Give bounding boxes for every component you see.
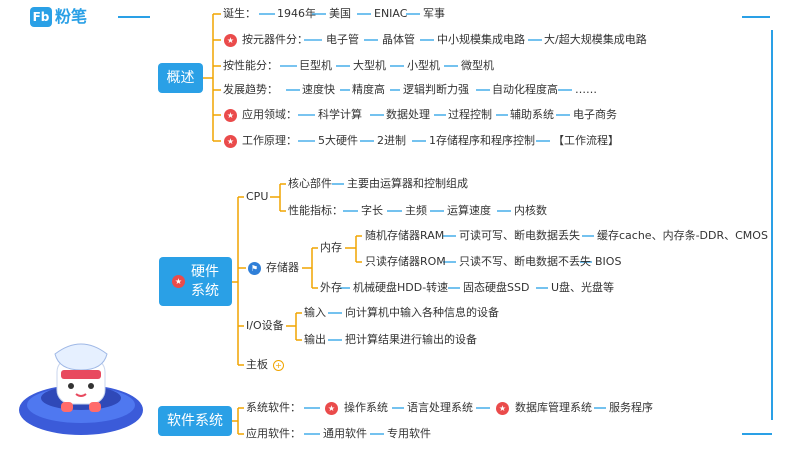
hub-hardware[interactable]: ★ 硬件 系统 xyxy=(159,257,232,306)
hub-overview[interactable]: 概述 xyxy=(158,63,203,93)
overview-principle-item[interactable]: 【工作流程】 xyxy=(553,134,619,147)
overview-performance-item: 微型机 xyxy=(461,59,494,72)
software-app-label: 应用软件： xyxy=(246,427,301,440)
expand-plus-icon[interactable]: + xyxy=(273,360,284,371)
overview-birth-item: ENIAC xyxy=(374,7,408,20)
hub-hardware-label: 硬件 系统 xyxy=(191,263,219,301)
overview-performance-item: 巨型机 xyxy=(299,59,332,72)
hardware-cpu-core-label: 核心部件 xyxy=(288,177,332,190)
hardware-external-item: 机械硬盘HDD-转速 xyxy=(353,281,449,294)
star-icon: ★ xyxy=(224,34,237,47)
hardware-io-input-label: 输入 xyxy=(304,306,326,319)
overview-application-label: 应用领域： xyxy=(242,108,297,121)
hardware-cpu-core-value: 主要由运算器和控制组成 xyxy=(347,177,468,190)
overview-principle-item: 1存储程序和程序控制 xyxy=(429,134,535,147)
overview-trend-item: 自动化程度高 xyxy=(492,83,558,96)
star-icon: ★ xyxy=(325,402,338,415)
software-system-item: 数据库管理系统 xyxy=(515,401,592,414)
overview-birth-label: 诞生： xyxy=(223,7,256,20)
brand-logo-name: 粉笔 xyxy=(55,7,88,26)
star-icon: ★ xyxy=(172,275,185,288)
star-icon: ★ xyxy=(496,402,509,415)
hardware-cpu-perf-item: 主频 xyxy=(405,204,427,217)
brand-logo-mark: Fb xyxy=(30,7,52,27)
software-app-item: 通用软件 xyxy=(323,427,367,440)
overview-birth-item: 1946年 xyxy=(277,7,316,20)
overview-application-item: 过程控制 xyxy=(448,108,492,121)
overview-performance-item: 小型机 xyxy=(407,59,440,72)
overview-components-item: 电子管 xyxy=(326,33,359,46)
overview-components-item: 中小规模集成电路 xyxy=(437,33,525,46)
software-app-item: 专用软件 xyxy=(387,427,431,440)
hub-software[interactable]: 软件系统 xyxy=(158,406,232,436)
hardware-ram-label: 随机存储器RAM xyxy=(365,229,445,242)
overview-application-item: 数据处理 xyxy=(386,108,430,121)
software-system-item: 服务程序 xyxy=(609,401,653,414)
hub-hardware-label-line2: 系统 xyxy=(191,282,219,299)
software-system-item: 语言处理系统 xyxy=(407,401,473,414)
hardware-io-output-label: 输出 xyxy=(304,333,326,346)
hardware-storage-label: 存储器 xyxy=(266,261,299,274)
hardware-external-item: U盘、光盘等 xyxy=(551,281,615,294)
hardware-rom-desc: 只读不写、断电数据不丢失 xyxy=(459,255,591,268)
hardware-io-label: I/O设备 xyxy=(246,319,284,332)
overview-trend-item: 逻辑判断力强 xyxy=(403,83,469,96)
hardware-ram-desc: 可读可写、断电数据丢失 xyxy=(459,229,580,242)
hardware-internal-label: 内存 xyxy=(320,241,342,254)
hardware-rom-label: 只读存储器ROM xyxy=(365,255,446,268)
mascot-illustration xyxy=(19,343,143,435)
flag-icon: ⚑ xyxy=(248,262,261,275)
overview-trend-item: 速度快 xyxy=(302,83,335,96)
hardware-cpu-perf-item: 字长 xyxy=(361,204,383,217)
hardware-ram-extra: 缓存cache、内存条-DDR、CMOS xyxy=(597,229,768,242)
overview-components-item: 大/超大规模集成电路 xyxy=(544,33,647,46)
overview-application-item: 辅助系统 xyxy=(510,108,554,121)
hub-hardware-label-line1: 硬件 xyxy=(191,263,219,280)
overview-trend-item: 精度高 xyxy=(352,83,385,96)
overview-birth-item: 美国 xyxy=(329,7,351,20)
hardware-cpu-perf-item: 运算速度 xyxy=(447,204,491,217)
hardware-io-output-desc: 把计算结果进行输出的设备 xyxy=(345,333,477,346)
overview-performance-label: 按性能分： xyxy=(223,59,278,72)
hardware-cpu-label: CPU xyxy=(246,190,269,203)
software-system-label: 系统软件： xyxy=(246,401,301,414)
hub-software-label: 软件系统 xyxy=(167,412,223,429)
star-icon: ★ xyxy=(224,135,237,148)
overview-performance-item: 大型机 xyxy=(353,59,386,72)
hardware-external-label: 外存 xyxy=(320,281,342,294)
hardware-rom-extra: BIOS xyxy=(595,255,622,268)
overview-trend-item: …… xyxy=(575,83,597,96)
overview-trend-label: 发展趋势： xyxy=(223,83,278,96)
overview-application-item: 科学计算 xyxy=(318,108,362,121)
overview-application-item: 电子商务 xyxy=(573,108,617,121)
hardware-cpu-perf-item: 内核数 xyxy=(514,204,547,217)
overview-principle-label: 工作原理： xyxy=(242,134,297,147)
hardware-cpu-perf-label: 性能指标： xyxy=(288,204,343,217)
overview-birth-item: 军事 xyxy=(423,7,445,20)
star-icon: ★ xyxy=(224,109,237,122)
overview-components-label: 按元器件分： xyxy=(242,33,308,46)
hardware-board-label: 主板 xyxy=(246,358,268,371)
hardware-external-item: 固态硬盘SSD xyxy=(463,281,530,294)
overview-principle-item: 2进制 xyxy=(377,134,406,147)
hub-overview-label: 概述 xyxy=(166,69,195,86)
overview-principle-item: 5大硬件 xyxy=(318,134,358,147)
hardware-io-input-desc: 向计算机中输入各种信息的设备 xyxy=(345,306,499,319)
software-system-item: 操作系统 xyxy=(344,401,388,414)
overview-components-item: 晶体管 xyxy=(382,33,415,46)
